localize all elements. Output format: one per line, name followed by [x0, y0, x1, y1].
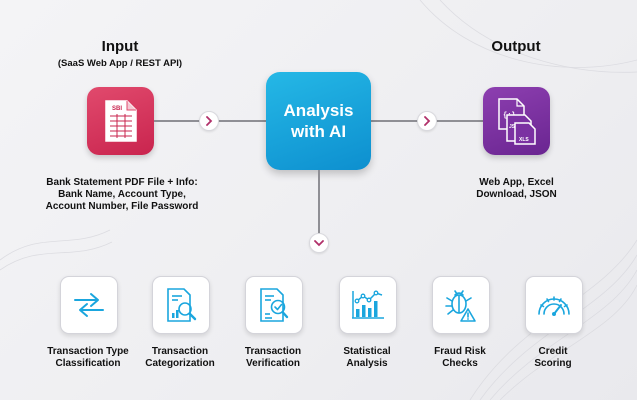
document-verify-icon	[260, 288, 289, 322]
chevron-down-icon	[309, 233, 329, 253]
connector-center-features	[318, 170, 320, 234]
feature-box-transaction-type	[60, 276, 118, 334]
document-search-chart-icon	[167, 288, 197, 322]
output-description: Web App, Excel Download, JSON	[476, 177, 557, 200]
svg-text:JS: JS	[509, 124, 516, 130]
center-title-line1: Analysis	[283, 101, 354, 120]
chevron-right-icon	[199, 111, 219, 131]
feature-box-credit-scoring	[525, 276, 583, 334]
arrows-exchange-icon	[74, 293, 104, 317]
center-title-line2: with AI	[290, 122, 347, 141]
gauge-icon	[538, 296, 570, 316]
input-description: Bank Statement PDF File + Info: Bank Nam…	[45, 177, 199, 212]
output-heading: Output	[491, 38, 541, 55]
output-files-icon: {;} JS XLS	[497, 98, 536, 145]
bug-warning-icon	[445, 290, 476, 322]
bank-statement-document-icon: SBI	[104, 100, 137, 142]
feature-box-statistical	[339, 276, 397, 334]
feature-box-fraud-risk	[432, 276, 490, 334]
feature-box-categorization	[152, 276, 210, 334]
feature-box-verification	[245, 276, 303, 334]
bar-line-chart-icon	[352, 290, 384, 319]
input-subtitle: (SaaS Web App / REST API)	[57, 58, 183, 69]
output-files-box: {;} JS XLS	[483, 87, 550, 155]
chevron-right-icon	[417, 111, 437, 131]
analysis-with-ai-box: Analysis with AI	[266, 72, 371, 170]
input-heading: Input	[101, 38, 139, 55]
svg-text:SBI: SBI	[112, 106, 122, 112]
input-document-box: SBI	[87, 87, 154, 155]
svg-text:XLS: XLS	[519, 137, 529, 143]
